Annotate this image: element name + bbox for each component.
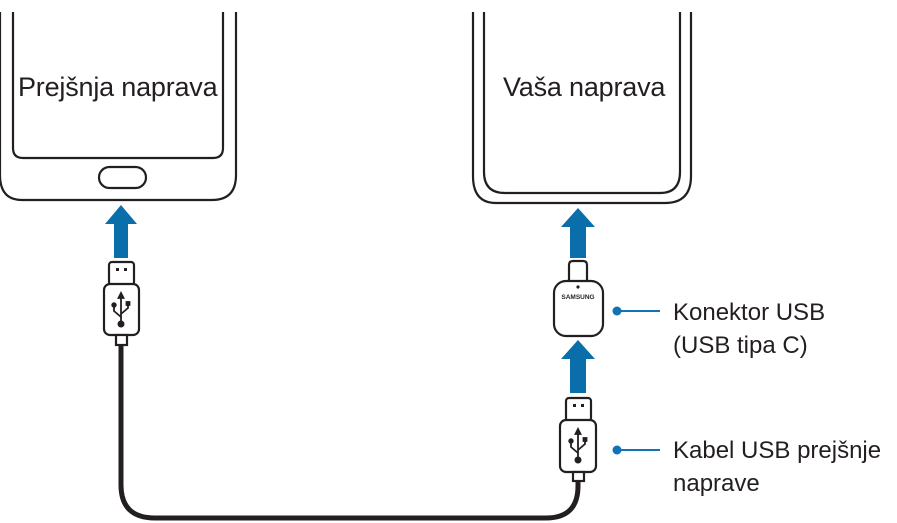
arrow-up-icon [561, 208, 595, 258]
usb-otg-connector: SAMSUNG [552, 259, 605, 338]
micro-usb-plug [102, 260, 141, 347]
cable-callout-label: Kabel USB prejšnje naprave [673, 434, 881, 500]
cable-callout-line1: Kabel USB prejšnje [673, 437, 882, 464]
old-device-label: Prejšnja naprava [18, 72, 218, 102]
callout-cable [612, 445, 660, 455]
cable-callout-line2: naprave [673, 470, 760, 497]
usb-icon [111, 290, 131, 328]
micro-usb-plug [558, 396, 598, 483]
arrow-up-icon [105, 205, 137, 258]
old-device [0, 12, 238, 202]
connector-callout-line1: Konektor USB [673, 299, 826, 326]
usb-cable-wire [118, 342, 581, 521]
samsung-logo-text: SAMSUNG [561, 294, 594, 301]
home-button [97, 165, 148, 190]
connector-callout-line2: (USB tipa C) [673, 332, 808, 359]
callout-connector [612, 306, 660, 316]
new-device-label: Vaša naprava [503, 72, 666, 102]
connector-callout-label: Konektor USB (USB tipa C) [673, 296, 825, 362]
usb-icon [568, 426, 588, 464]
arrow-up-icon [561, 340, 595, 393]
new-device [471, 12, 693, 205]
